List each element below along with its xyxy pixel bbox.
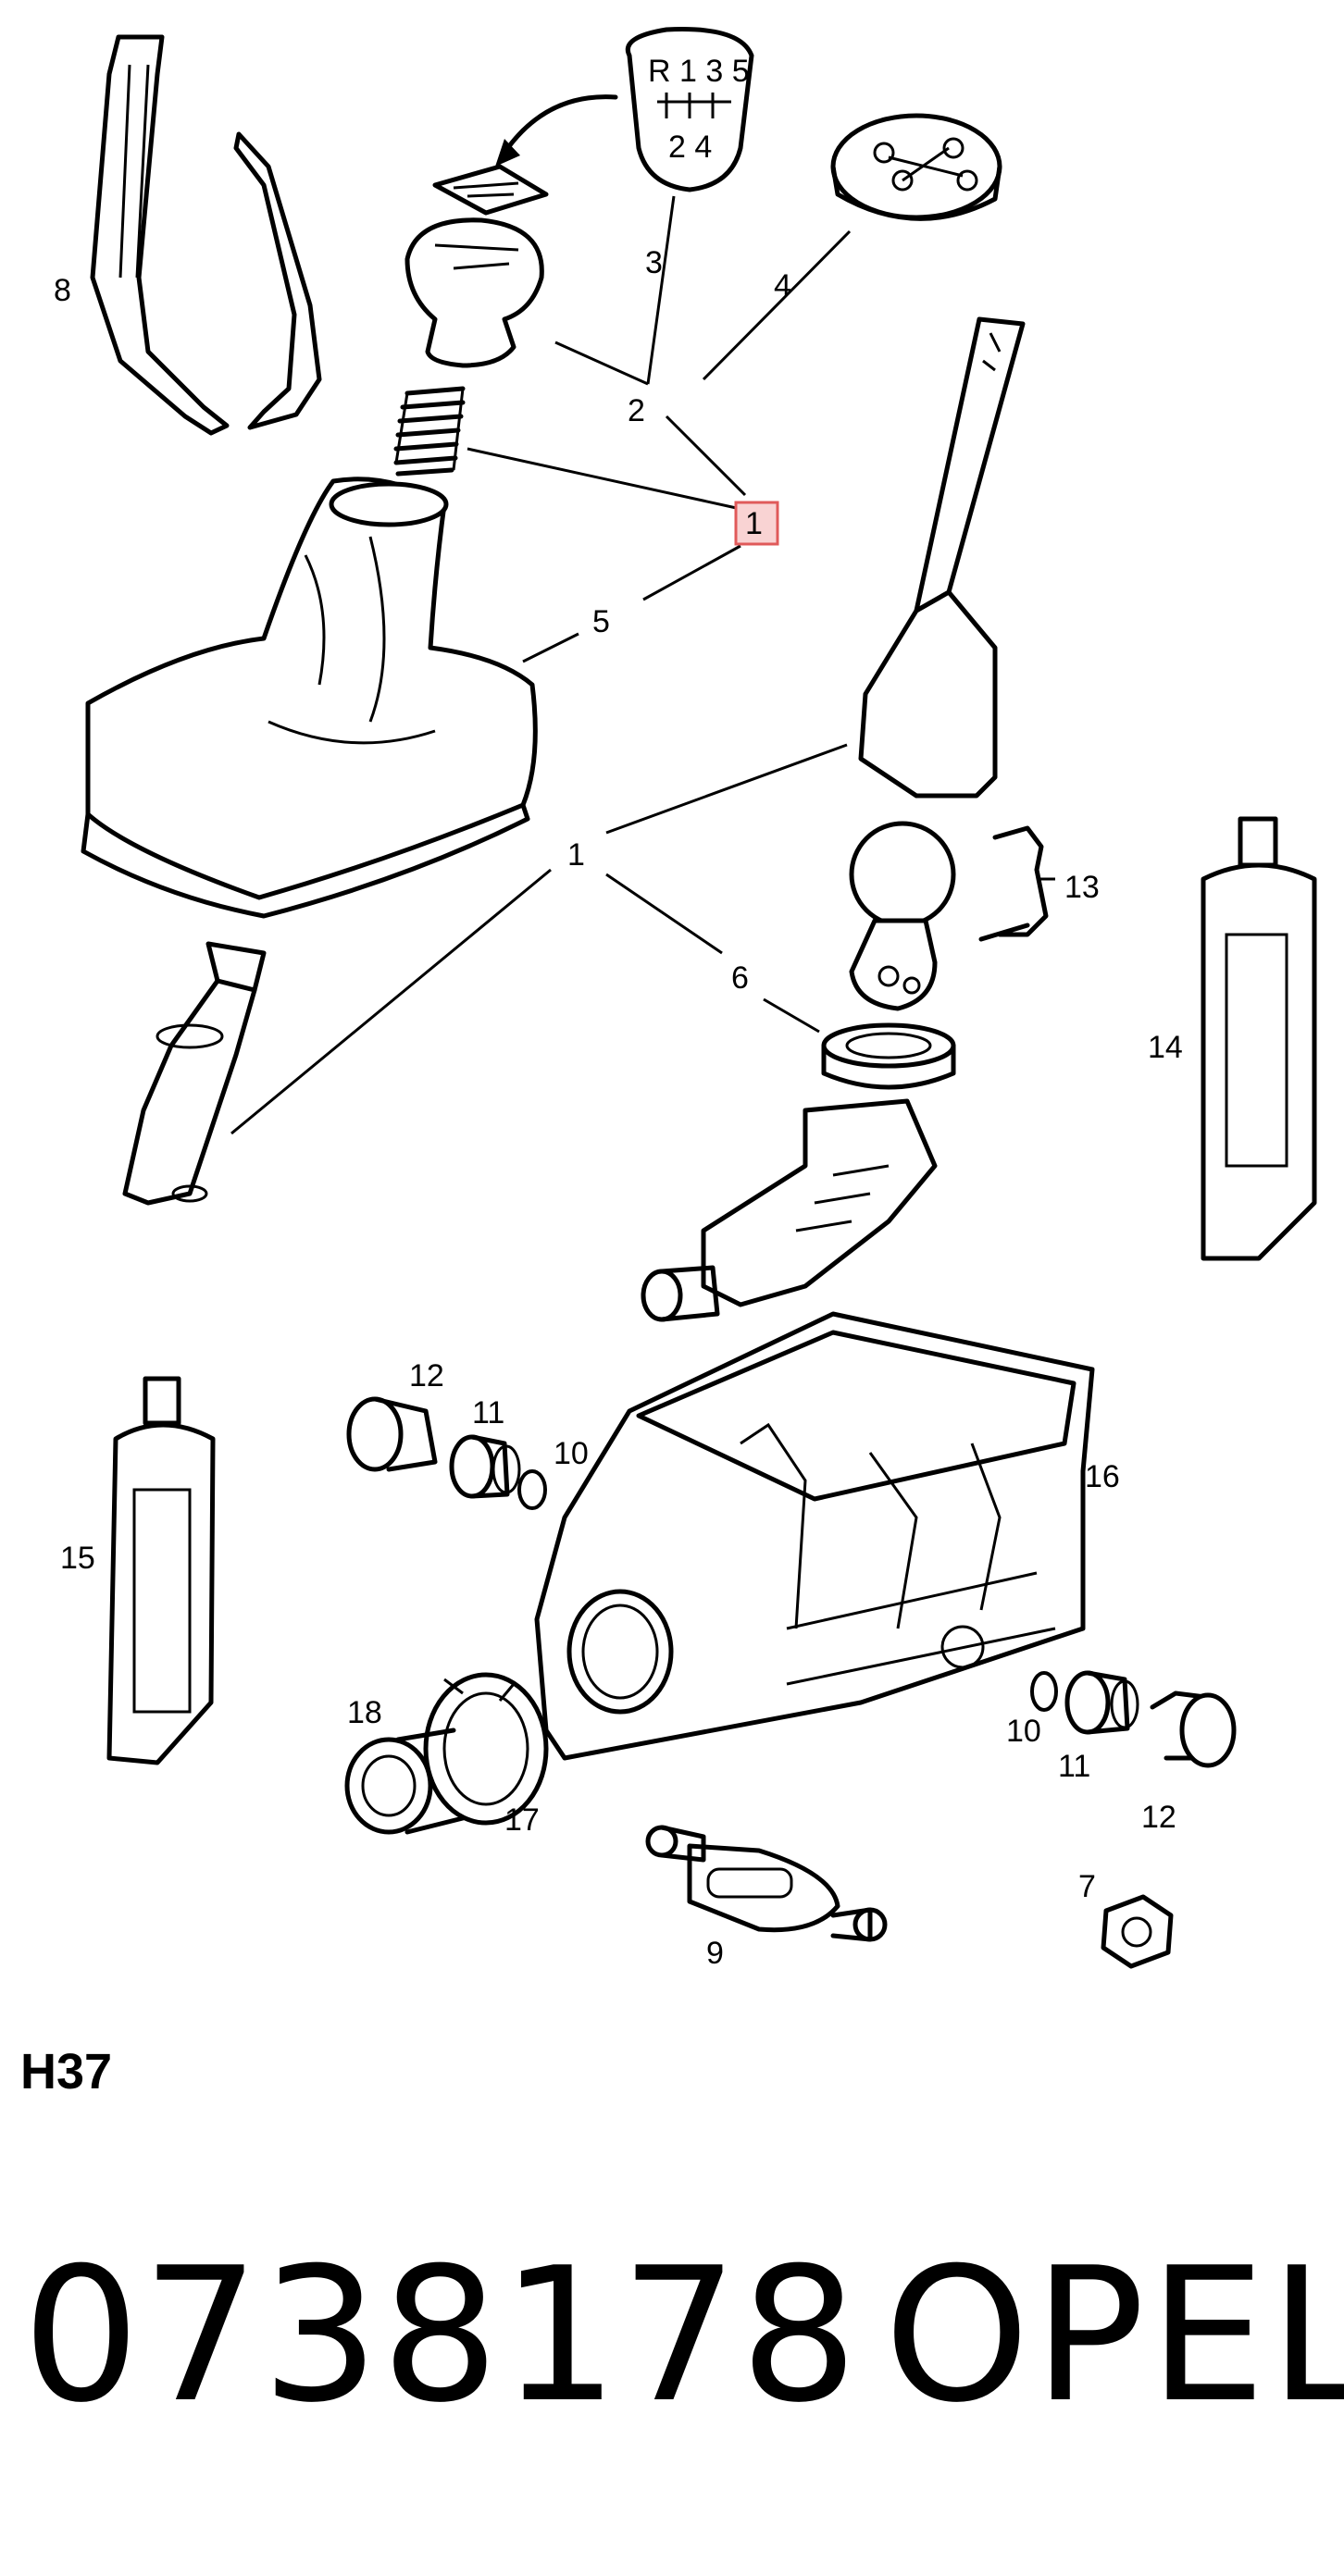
part-insert-plate xyxy=(432,164,549,216)
part-hex-nut xyxy=(1101,1894,1174,1969)
part-clip-upper xyxy=(346,1396,438,1472)
knob-pattern-top: R 1 3 5 xyxy=(648,54,750,89)
part-grease-tube-left xyxy=(106,1376,216,1765)
part-number: 0738178 xyxy=(22,2228,860,2444)
part-cable-tie xyxy=(90,34,322,436)
brand-name: OPEL xyxy=(884,2228,1344,2444)
callout-9[interactable]: 9 xyxy=(706,1936,724,1971)
callout-labels: 1 1 2 3 4 5 6 7 8 9 10 10 11 11 12 12 13… xyxy=(54,245,1183,1971)
part-retainer-ring xyxy=(423,1672,549,1826)
part-knob-cap xyxy=(830,113,1002,221)
callout-5[interactable]: 5 xyxy=(592,604,610,639)
part-connector-link xyxy=(645,1825,888,1942)
callout-16[interactable]: 16 xyxy=(1085,1459,1120,1494)
exploded-parts-diagram: R 1 3 5 2 4 xyxy=(54,27,1317,1971)
callout-15[interactable]: 15 xyxy=(60,1541,95,1576)
callout-3[interactable]: 3 xyxy=(645,245,663,280)
callout-11-upper[interactable]: 11 xyxy=(472,1395,504,1430)
callout-8[interactable]: 8 xyxy=(54,273,71,308)
part-gear-knob xyxy=(404,217,544,368)
part-bushing xyxy=(821,1022,956,1090)
part-gear-lever xyxy=(849,316,1026,1011)
part-oring-upper xyxy=(517,1469,547,1510)
part-gaiter-boot xyxy=(81,477,538,919)
part-spring xyxy=(393,386,466,477)
callout-1[interactable]: 1 xyxy=(567,837,585,873)
callout-1-highlighted[interactable]: 1 xyxy=(745,506,763,541)
callout-10-lower[interactable]: 10 xyxy=(1006,1714,1041,1749)
part-bush-upper xyxy=(449,1434,521,1499)
callout-11-lower[interactable]: 11 xyxy=(1058,1749,1090,1784)
callout-1-highlight-box xyxy=(734,501,779,546)
leader-lines xyxy=(230,195,1055,1135)
callout-6[interactable]: 6 xyxy=(731,960,749,996)
part-bush-lower xyxy=(1064,1670,1139,1735)
part-shift-housing xyxy=(534,1311,1095,1761)
part-selector-arm xyxy=(641,1098,938,1322)
part-shift-pattern-insert: R 1 3 5 2 4 xyxy=(495,27,754,192)
part-lower-lever xyxy=(122,941,267,1206)
callout-12-upper[interactable]: 12 xyxy=(409,1358,444,1393)
callout-14[interactable]: 14 xyxy=(1148,1030,1183,1065)
diagram-code: H37 xyxy=(20,2044,113,2099)
part-oring-lower xyxy=(1030,1671,1058,1712)
part-grease-tube-right xyxy=(1201,816,1317,1261)
knob-pattern-bottom: 2 4 xyxy=(668,130,712,165)
part-locking-pin xyxy=(978,825,1049,942)
callout-18[interactable]: 18 xyxy=(347,1695,382,1730)
callout-4[interactable]: 4 xyxy=(774,268,791,303)
callout-2[interactable]: 2 xyxy=(628,393,645,428)
part-bush-sleeve xyxy=(344,1728,466,1835)
callout-13[interactable]: 13 xyxy=(1064,870,1100,905)
callout-10-upper[interactable]: 10 xyxy=(554,1436,589,1471)
callout-17[interactable]: 17 xyxy=(504,1802,540,1838)
part-clip-lower xyxy=(1150,1690,1237,1768)
callout-12-lower[interactable]: 12 xyxy=(1141,1800,1176,1835)
callout-7[interactable]: 7 xyxy=(1078,1869,1096,1904)
